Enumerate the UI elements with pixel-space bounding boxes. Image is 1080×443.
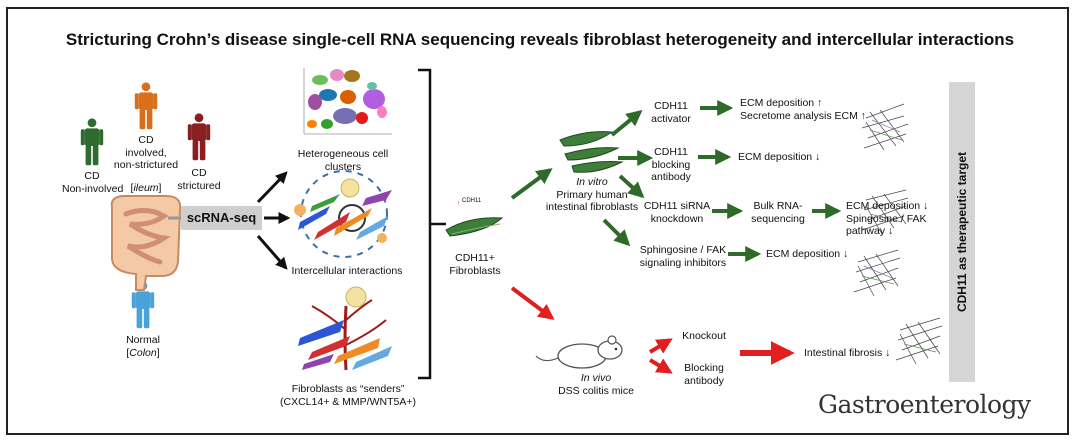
cdh11-fibroblast-cell: ↑ <box>445 201 504 237</box>
label-bulk-rna-seq: Bulk RNA-sequencing <box>751 200 805 225</box>
interaction-network <box>294 170 392 258</box>
person-strictured-icon <box>187 113 211 161</box>
ecm-mesh-2 <box>861 189 909 235</box>
arrow-to-in-vitro <box>510 168 553 200</box>
figure-title: Stricturing Crohn’s disease single-cell … <box>65 30 1015 49</box>
fibroblast-senders-illustration <box>298 286 392 371</box>
arrow-to-knockout <box>648 338 673 354</box>
label-blocking-result: ECM deposition ↓ <box>738 151 821 163</box>
figure-frame <box>6 7 1069 435</box>
svg-text:↑: ↑ <box>457 201 460 207</box>
ecm-mesh-4 <box>895 317 943 365</box>
therapeutic-target-label: CDH11 as therapeutic target <box>955 151 969 313</box>
arrow-to-senders <box>256 235 288 270</box>
label-interactions: Intercellular interactions <box>291 265 403 277</box>
ecm-mesh-1 <box>861 103 909 151</box>
label-normal: Normal[Colon] <box>126 334 160 359</box>
ecm-mesh-3 <box>853 249 901 297</box>
label-knockout: Knockout <box>682 330 726 342</box>
findings-bracket <box>418 68 432 380</box>
person-involved-icon <box>134 82 158 130</box>
in-vitro-fibroblast-cells <box>559 131 624 173</box>
intestine-icon <box>110 195 182 291</box>
arrow-to-in-vivo-antibody <box>648 358 673 374</box>
arrow-to-inhibitors <box>602 218 631 247</box>
label-activator-result: ECM deposition ↑Secretome analysis ECM ↑ <box>740 97 867 122</box>
therapeutic-target-bar: CDH11 as therapeutic target <box>949 82 975 382</box>
arrow-to-sirna <box>618 174 645 199</box>
label-senders: Fibroblasts as “senders”(CXCL14+ & MMP/W… <box>280 383 416 408</box>
umap-cluster-plot <box>303 68 392 135</box>
scrna-seq-box: scRNA-seq <box>181 206 262 230</box>
label-cdh11-marker: CDH11 <box>462 198 482 204</box>
arrow-to-activator <box>610 109 643 137</box>
arrow-to-clusters <box>256 171 288 204</box>
journal-logo: Gastroenterology <box>818 390 1031 419</box>
label-inhibitors-result: ECM deposition ↓ <box>766 248 849 260</box>
label-cdh11-fibroblasts: CDH11+Fibroblasts <box>449 252 501 277</box>
label-intestinal-fibrosis: Intestinal fibrosis ↓ <box>804 347 891 359</box>
arrow-to-in-vivo <box>510 286 555 320</box>
label-ileum: [ileum] <box>130 182 162 194</box>
mouse-icon <box>535 335 623 369</box>
person-non-involved-icon <box>80 118 104 166</box>
